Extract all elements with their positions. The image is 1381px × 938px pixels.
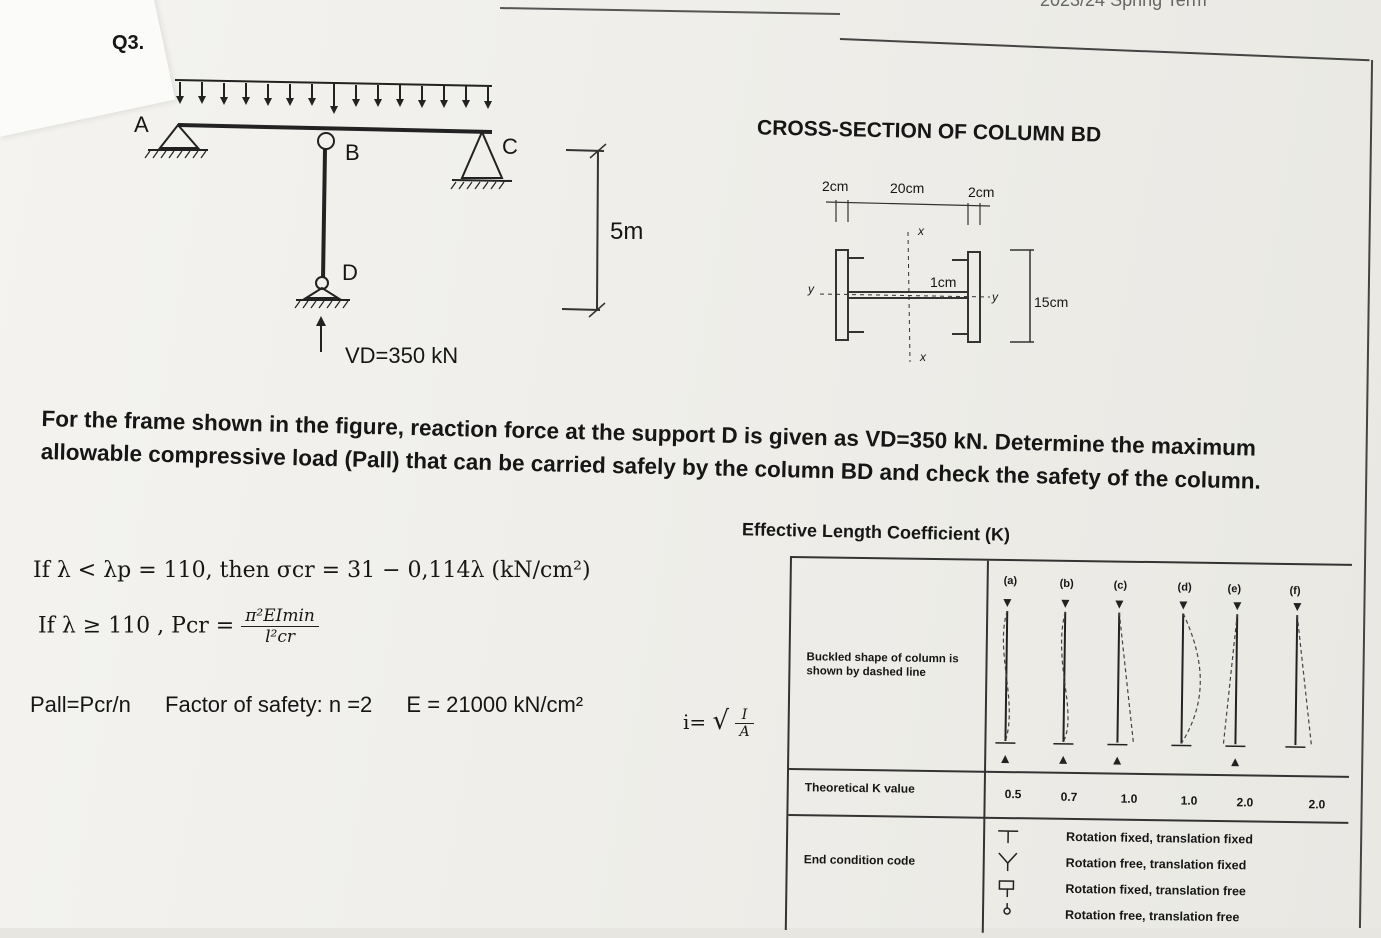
beam-ac — [178, 125, 492, 132]
axis-y-right: y — [992, 290, 998, 304]
hinge-b — [318, 133, 334, 149]
label-b: B — [345, 140, 360, 166]
dim-middle-label: 20cm — [890, 180, 924, 196]
k-value-b: 0.7 — [1061, 790, 1078, 804]
radius-denominator: A — [735, 724, 753, 740]
label-a: A — [134, 112, 149, 138]
col-a: (a) — [1004, 575, 1018, 587]
euler-denominator: l²cr — [241, 627, 319, 647]
k-value-e: 2.0 — [1237, 795, 1254, 809]
formula-line3: Pall=Pcr/n Factor of safety: n =2 E = 21… — [30, 692, 611, 718]
row-divider-2 — [788, 814, 1348, 824]
height-dimension-line — [597, 150, 598, 310]
buckled-shapes — [985, 591, 1351, 776]
axis-y-left: y — [808, 282, 814, 296]
legend-free-free: Rotation free, translation free — [1065, 908, 1240, 924]
euler-fraction: π²EImin l²cr — [241, 606, 319, 647]
dim-right-label: 2cm — [968, 184, 994, 200]
col-c: (c) — [1114, 580, 1128, 592]
web-thickness-label: 1cm — [930, 274, 956, 290]
euler-numerator: π²EImin — [241, 606, 319, 627]
label-c: C — [502, 134, 518, 160]
buckled-shape-label: Buckled shape of column is shown by dash… — [806, 650, 976, 680]
sqrt-sign: √ — [713, 706, 730, 736]
factor-of-safety: Factor of safety: n =2 — [165, 692, 372, 717]
radius-numerator: I — [735, 707, 753, 724]
formula-line2: If λ ≥ 110 , Pcr = π²EImin l²cr — [38, 606, 319, 647]
k-value-f: 2.0 — [1308, 797, 1325, 811]
legend-free-fixed: Rotation free, translation fixed — [1066, 856, 1247, 873]
legend-fixed-fixed: Rotation fixed, translation fixed — [1066, 830, 1253, 847]
axis-x-bottom: x — [920, 350, 926, 364]
k-value-d: 1.0 — [1181, 793, 1198, 807]
k-value-a: 0.5 — [1005, 787, 1022, 801]
dim-left-label: 2cm — [822, 178, 848, 194]
end-condition-label: End condition code — [804, 852, 916, 868]
theoretical-label: Theoretical K value — [805, 780, 915, 796]
radius-prefix: i= — [683, 710, 706, 734]
support-a — [160, 125, 198, 148]
legend-fixed-free: Rotation fixed, translation free — [1065, 882, 1246, 899]
axis-x-top: x — [918, 224, 924, 238]
formula-line2-prefix: If λ ≥ 110 , Pcr = — [38, 614, 234, 639]
reaction-label: VD=350 kN — [345, 343, 458, 369]
k-value-c: 1.0 — [1121, 792, 1138, 806]
label-d: D — [342, 260, 358, 286]
k-table: (a) (b) (c) (d) (e) (f) Buckled shape of… — [785, 556, 1352, 938]
end-condition-symbols — [993, 823, 1024, 927]
radius-fraction: I A — [735, 707, 753, 740]
pall-formula: Pall=Pcr/n — [30, 692, 131, 717]
formula-line1: If λ < λp = 110, then σcr = 31 − 0,114λ … — [33, 558, 591, 583]
cross-section-drawing — [820, 200, 1034, 362]
elastic-modulus: E = 21000 kN/cm² — [406, 692, 583, 717]
support-c — [462, 132, 502, 178]
radius-gyration-formula: i= √ I A — [683, 706, 754, 740]
column-bd — [323, 149, 325, 280]
height-dimension-label: 5m — [610, 218, 643, 246]
col-d: (d) — [1178, 581, 1192, 593]
col-b: (b) — [1060, 578, 1074, 590]
height-label: 15cm — [1034, 294, 1068, 310]
